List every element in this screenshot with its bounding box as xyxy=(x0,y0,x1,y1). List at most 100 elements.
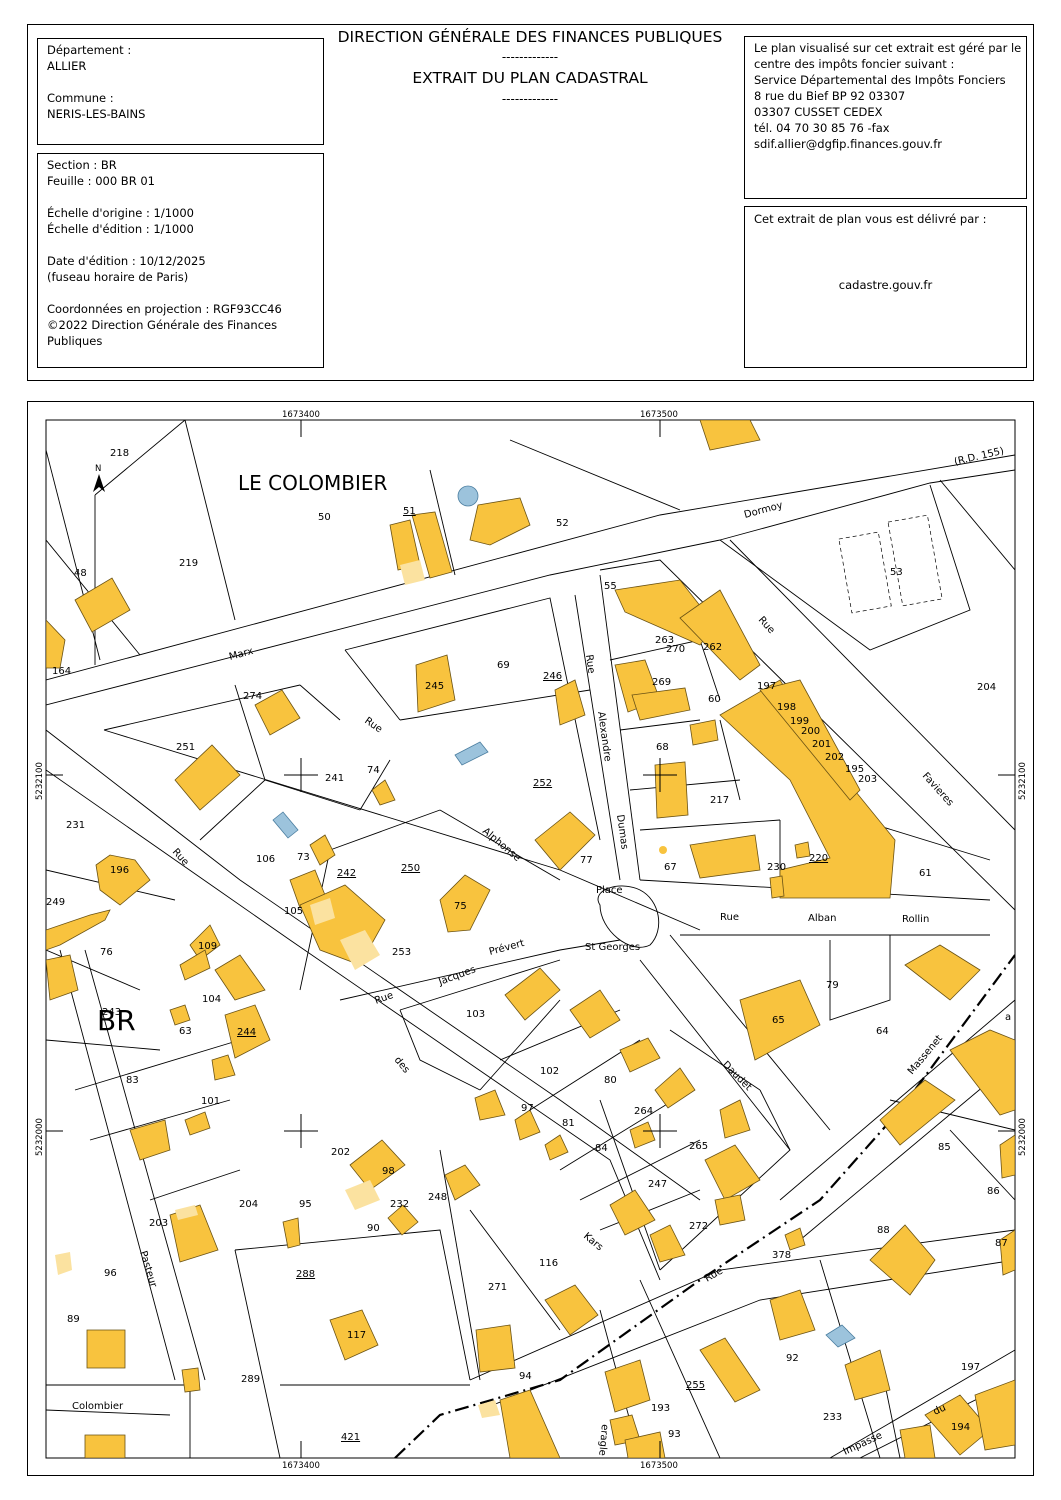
parcel-number: 232 xyxy=(390,1199,409,1210)
street-du: du xyxy=(932,1402,948,1417)
parcel-number: 203 xyxy=(149,1218,168,1229)
parcel-number: 194 xyxy=(951,1422,970,1433)
delivery-site: cadastre.gouv.fr xyxy=(838,278,933,292)
parcel-number: 250 xyxy=(401,863,420,874)
parcel-number: 65 xyxy=(772,1015,785,1026)
parcel-number: 116 xyxy=(539,1258,558,1269)
pond-icon xyxy=(457,485,479,507)
street-eragle: eragle xyxy=(596,1424,610,1457)
well-marker xyxy=(659,846,667,854)
parcel-number: 77 xyxy=(580,855,593,866)
coord-top-right: 1673500 xyxy=(640,410,678,420)
parcel-number: 85 xyxy=(938,1142,951,1153)
parcel-number: 198 xyxy=(777,702,796,713)
coord-bottom-left: 1673400 xyxy=(282,1461,320,1471)
parcel-number: 98 xyxy=(382,1166,395,1177)
parcel-number: 101 xyxy=(201,1096,220,1107)
parcel-number: 109 xyxy=(198,941,217,952)
parcel-number: 87 xyxy=(995,1238,1008,1249)
parcel-number: 263 xyxy=(655,635,674,646)
street-rue-alexandre: Rue xyxy=(583,654,597,674)
parcel-number: 81 xyxy=(562,1118,575,1129)
parcel-number: 90 xyxy=(367,1223,380,1234)
parcel-number: 247 xyxy=(648,1179,667,1190)
parcel-number: 164 xyxy=(52,666,71,677)
lieu-dit-label: LE COLOMBIER xyxy=(238,471,388,495)
parcel-number: 88 xyxy=(877,1225,890,1236)
north-arrow-icon: N xyxy=(93,464,105,492)
street-colombier: Colombier xyxy=(72,1401,124,1412)
parcel-number: 204 xyxy=(239,1199,258,1210)
map-inner-frame xyxy=(45,419,1016,1459)
parcel-number: 219 xyxy=(179,558,198,569)
commune-value: NERIS-LES-BAINS xyxy=(47,107,146,121)
parcel-number: 242 xyxy=(337,868,356,879)
north-label: N xyxy=(95,464,101,474)
parcel-number: 48 xyxy=(74,568,87,579)
parcel-53-lots xyxy=(838,514,943,614)
section-info-box: Section : BR Feuille : 000 BR 01 Échelle… xyxy=(37,153,324,368)
feuille-text: Feuille : 000 BR 01 xyxy=(47,174,155,188)
parcel-number: 104 xyxy=(202,994,221,1005)
parcel-number: 50 xyxy=(318,512,331,523)
parcel-number: 245 xyxy=(425,681,444,692)
parcel-number: 220 xyxy=(809,853,828,864)
service-box: Le plan visualisé sur cet extrait est gé… xyxy=(744,36,1027,199)
parcel-number: 204 xyxy=(977,682,996,693)
parcel-number: 255 xyxy=(686,1380,705,1391)
parcel-number: 79 xyxy=(826,980,839,991)
street-dumas: Dumas xyxy=(614,814,630,850)
parcel-number: 264 xyxy=(634,1106,653,1117)
coord-top-left: 1673400 xyxy=(282,410,320,420)
parcel-number: 200 xyxy=(801,726,820,737)
parcel-number: 103 xyxy=(466,1009,485,1020)
parcel-number: 270 xyxy=(666,644,685,655)
commune-label: Commune : xyxy=(47,91,114,105)
section-text: Section : BR xyxy=(47,158,117,172)
parcel-number: 196 xyxy=(110,865,129,876)
copyright-line2: Publiques xyxy=(47,334,103,348)
service-line3: Service Départemental des Impôts Foncier… xyxy=(754,73,1006,87)
parcel-number: 378 xyxy=(772,1250,791,1261)
service-line4: 8 rue du Bief BP 92 03307 xyxy=(754,89,906,103)
parcel-number: 244 xyxy=(237,1027,256,1038)
parcel-number: 243 xyxy=(102,1007,121,1018)
extract-title: EXTRAIT DU PLAN CADASTRAL xyxy=(412,69,648,87)
pool-icon xyxy=(454,741,489,766)
service-email: sdif.allier@dgfip.finances.gouv.fr xyxy=(754,137,942,151)
service-line5: 03307 CUSSET CEDEX xyxy=(754,105,883,119)
title-separator-2: ------------- xyxy=(501,92,559,106)
parcel-number: 231 xyxy=(66,820,85,831)
parcel-number: 217 xyxy=(710,795,729,806)
service-line2: centre des impôts foncier suivant : xyxy=(754,57,955,71)
departement-value: ALLIER xyxy=(47,59,87,73)
parcel-number: 61 xyxy=(919,868,932,879)
service-line6: tél. 04 70 30 85 76 -fax xyxy=(754,121,890,135)
parcel-number: 230 xyxy=(767,862,786,873)
title-separator-1: ------------- xyxy=(501,50,559,64)
parcel-number: 262 xyxy=(703,642,722,653)
parcel-number: 80 xyxy=(604,1075,617,1086)
parcel-number: 249 xyxy=(46,897,65,908)
parcel-number: 421 xyxy=(341,1432,360,1443)
location-box: Département : ALLIER Commune : NERIS-LES… xyxy=(37,38,324,145)
coord-right-top: 5232100 xyxy=(1018,762,1028,800)
parcel-number: 233 xyxy=(823,1412,842,1423)
parcel-number: 197 xyxy=(757,681,776,692)
echelle-origine: Échelle d'origine : 1/1000 xyxy=(47,206,194,220)
parcel-number: 97 xyxy=(521,1103,534,1114)
parcel-number: 203 xyxy=(858,774,877,785)
commune-boundary-line xyxy=(394,954,1015,1458)
parcel-number: 218 xyxy=(110,448,129,459)
parcel-number: 106 xyxy=(256,854,275,865)
parcel-number: 201 xyxy=(812,739,831,750)
parcel-number: 92 xyxy=(786,1353,799,1364)
parcel-number: 288 xyxy=(296,1269,315,1280)
parcel-number: 202 xyxy=(825,752,844,763)
section-label: BR xyxy=(97,1004,136,1037)
street-place: Place xyxy=(596,885,623,896)
parcel-number: 241 xyxy=(325,773,344,784)
delivery-label: Cet extrait de plan vous est délivré par… xyxy=(754,212,987,226)
parcel-number: 51 xyxy=(403,506,416,517)
